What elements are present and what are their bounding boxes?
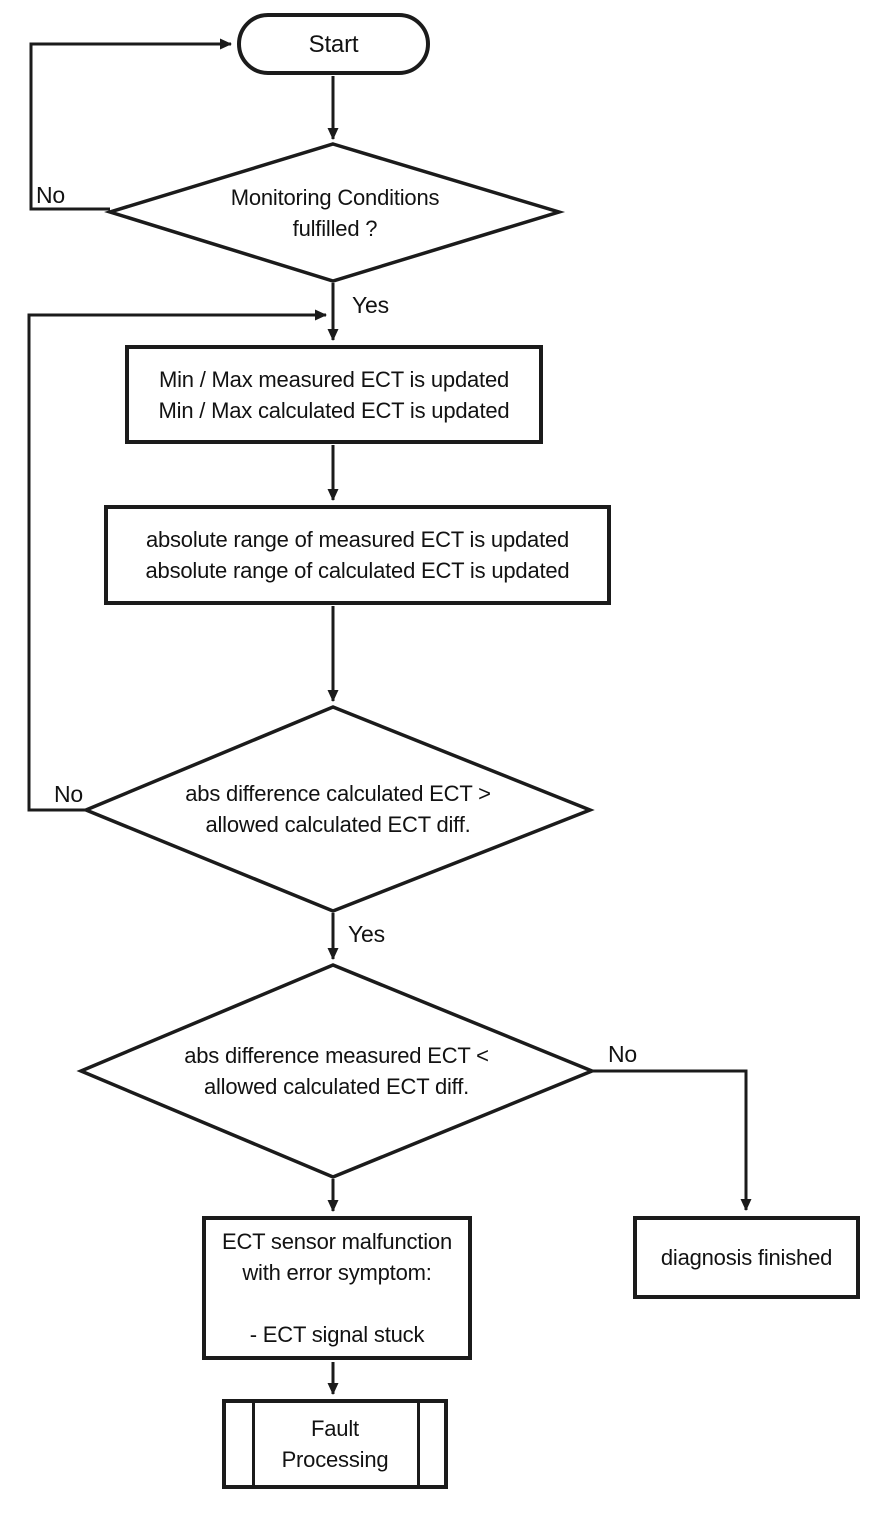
edge-monitoring-no-loop xyxy=(29,38,232,211)
edge-label-calc-diff-yes: Yes xyxy=(348,921,385,947)
edge-label-monitoring-no: No xyxy=(36,182,66,208)
fault-processing-line-1: Fault xyxy=(311,1416,359,1441)
node-start: Start xyxy=(237,13,430,75)
node-update-minmax: Min / Max measured ECT is updated Min / … xyxy=(125,345,543,444)
decision-calc-diff-line-1: abs difference calculated ECT > xyxy=(185,781,491,806)
malfunction-line-1: ECT sensor malfunction xyxy=(222,1229,452,1254)
decision-meas-diff-line-1: abs difference measured ECT < xyxy=(184,1043,489,1068)
decision-monitoring-shape xyxy=(104,142,566,283)
node-fault-processing: Fault Processing xyxy=(222,1399,448,1489)
node-update-range: absolute range of measured ECT is update… xyxy=(104,505,611,605)
update-range-line-2: absolute range of calculated ECT is upda… xyxy=(145,558,570,583)
update-minmax-line-2: Min / Max calculated ECT is updated xyxy=(158,397,510,423)
decision-calc-diff-shape xyxy=(81,705,595,913)
node-monitoring-decision: Monitoring Conditions fulfilled ? xyxy=(110,144,560,282)
node-calc-diff-decision: abs difference calculated ECT > allowed … xyxy=(86,707,590,911)
decision-meas-diff-line-2: allowed calculated ECT diff. xyxy=(203,1074,470,1099)
diagnosis-finished-label: diagnosis finished xyxy=(660,1245,833,1270)
edge-label-monitoring-yes: Yes xyxy=(352,292,389,318)
decision-monitoring-line-1: Monitoring Conditions xyxy=(230,185,440,210)
node-start-label: Start xyxy=(308,30,359,58)
update-range-line-1: absolute range of measured ECT is update… xyxy=(145,527,570,552)
predefined-process-left-bar xyxy=(252,1403,255,1485)
edge-label-meas-diff-no: No xyxy=(608,1041,638,1067)
edge-meas-diff-no-to-diagnosis xyxy=(593,1069,752,1211)
malfunction-line-4: - ECT signal stuck xyxy=(249,1322,425,1347)
decision-monitoring-line-2: fulfilled ? xyxy=(292,216,378,241)
predefined-process-right-bar xyxy=(417,1403,420,1485)
node-diagnosis-finished: diagnosis finished xyxy=(633,1216,860,1299)
decision-meas-diff-shape xyxy=(76,963,597,1179)
fault-processing-line-2: Processing xyxy=(281,1447,389,1472)
edge-label-calc-diff-no: No xyxy=(54,781,84,807)
decision-calc-diff-line-2: allowed calculated ECT diff. xyxy=(205,812,471,837)
node-meas-diff-decision: abs difference measured ECT < allowed ca… xyxy=(81,965,592,1177)
update-minmax-line-1: Min / Max measured ECT is updated xyxy=(158,366,510,392)
edge-calc-diff-no-loop xyxy=(27,309,327,812)
node-malfunction: ECT sensor malfunction with error sympto… xyxy=(202,1216,472,1360)
malfunction-line-2: with error symptom: xyxy=(242,1260,432,1285)
